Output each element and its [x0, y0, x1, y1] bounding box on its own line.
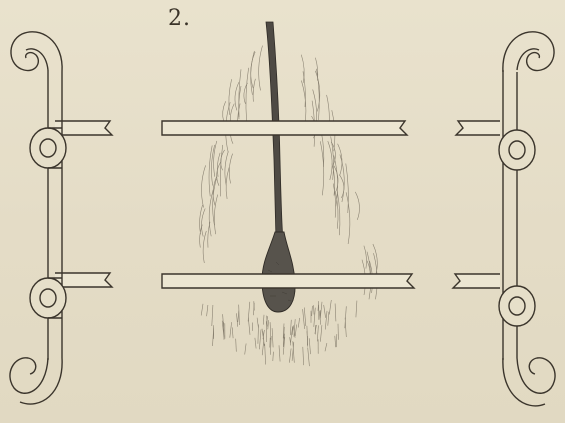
- sheath-hatch-line: [335, 304, 336, 322]
- sheath-hatch-line: [325, 343, 327, 351]
- sheath-hatch-line: [268, 320, 269, 329]
- sheath-hatch-line: [230, 322, 232, 338]
- sheath-hatch-line: [211, 145, 214, 186]
- sheath-hatch-line: [248, 302, 250, 322]
- hair-follicle-sheath: [200, 46, 378, 367]
- sheath-hatch-line: [262, 340, 264, 355]
- sheath-hatch-line: [245, 344, 246, 355]
- right-hook-rod: [499, 32, 555, 406]
- sheath-hatch-line: [238, 311, 239, 323]
- sheath-hatch-line: [317, 325, 318, 341]
- sheath-hatch-line: [257, 318, 258, 328]
- sheath-hatch-line: [340, 155, 344, 203]
- sheath-hatch-line: [289, 349, 291, 363]
- sheath-hatch-line: [214, 195, 217, 235]
- sheath-hatch-line: [345, 318, 346, 337]
- sheath-hatch-line: [279, 345, 280, 361]
- right-upper-bar: [456, 121, 500, 135]
- hair-bulb: [262, 232, 295, 312]
- sheath-hatch-line: [303, 309, 305, 329]
- sheath-hatch-line: [259, 330, 261, 350]
- sheath-hatch-line: [235, 82, 239, 110]
- sheath-hatch-line: [212, 305, 213, 326]
- sheath-hatch-line: [298, 318, 299, 328]
- sheath-hatch-line: [217, 153, 220, 177]
- sheath-hatch-line: [309, 338, 310, 354]
- sheath-hatch-line: [332, 164, 335, 196]
- sheath-hatch-line: [229, 79, 232, 115]
- sheath-hatch-line: [325, 311, 327, 330]
- sheath-hatch-line: [223, 101, 226, 121]
- sheath-hatch-line: [259, 46, 263, 91]
- sheath-hatch-line: [207, 305, 208, 316]
- sheath-hatch-line: [220, 145, 222, 197]
- sheath-hatch-line: [248, 318, 250, 335]
- sheath-hatch-line: [308, 348, 310, 367]
- lower-center-bar: [162, 274, 414, 288]
- sheath-hatch-line: [328, 141, 332, 180]
- sheath-hatch-line: [237, 313, 238, 326]
- sheath-hatch-line: [272, 328, 273, 347]
- sheath-hatch-line: [337, 192, 340, 236]
- sheath-hatch-line: [320, 302, 322, 319]
- sheath-hatch-line: [229, 154, 232, 184]
- sheath-hatch-line: [263, 315, 264, 325]
- upper-center-bar: [162, 121, 407, 135]
- sheath-hatch-line: [201, 304, 203, 316]
- sheath-hatch-line: [232, 327, 233, 338]
- sheath-hatch-line: [236, 339, 237, 352]
- sheath-hatch-line: [356, 301, 357, 318]
- sheath-hatch-line: [265, 344, 266, 365]
- sheath-hatch-line: [304, 308, 306, 327]
- sheath-hatch-line: [320, 141, 323, 195]
- sheath-hatch-line: [346, 164, 349, 214]
- sheath-hatch-line: [226, 168, 229, 199]
- figure-number: 2.: [168, 6, 191, 31]
- sheath-hatch-line: [239, 305, 240, 325]
- sheath-hatch-line: [320, 325, 322, 342]
- left-hook-rod: [10, 32, 66, 404]
- sheath-hatch-line: [267, 316, 268, 327]
- sheath-hatch-line: [301, 55, 304, 83]
- sheath-hatch-line: [246, 68, 249, 121]
- sheath-hatch-line: [312, 306, 313, 316]
- sheath-hatch-line: [255, 338, 256, 349]
- sheath-hatch-line: [201, 165, 205, 207]
- sheath-hatch-line: [290, 320, 291, 335]
- sheath-hatch-line: [346, 192, 350, 244]
- sheath-hatch-line: [364, 246, 367, 269]
- sheath-hatch-line: [273, 352, 274, 361]
- sheath-hatch-line: [303, 347, 304, 365]
- sheath-hatch-line: [253, 79, 255, 102]
- sheath-hatch-line: [203, 231, 206, 263]
- sheath-hatch-line: [335, 336, 336, 347]
- sheath-hatch-line: [355, 192, 359, 220]
- sheath-hatch-line: [329, 300, 331, 314]
- sheath-hatch-line: [328, 312, 329, 326]
- left-lower-bar: [55, 273, 112, 287]
- sheath-hatch-line: [295, 325, 296, 336]
- right-lower-bar: [453, 274, 500, 288]
- left-upper-bar: [55, 121, 112, 135]
- sheath-hatch-line: [202, 209, 206, 237]
- sheath-hatch-line: [324, 305, 326, 318]
